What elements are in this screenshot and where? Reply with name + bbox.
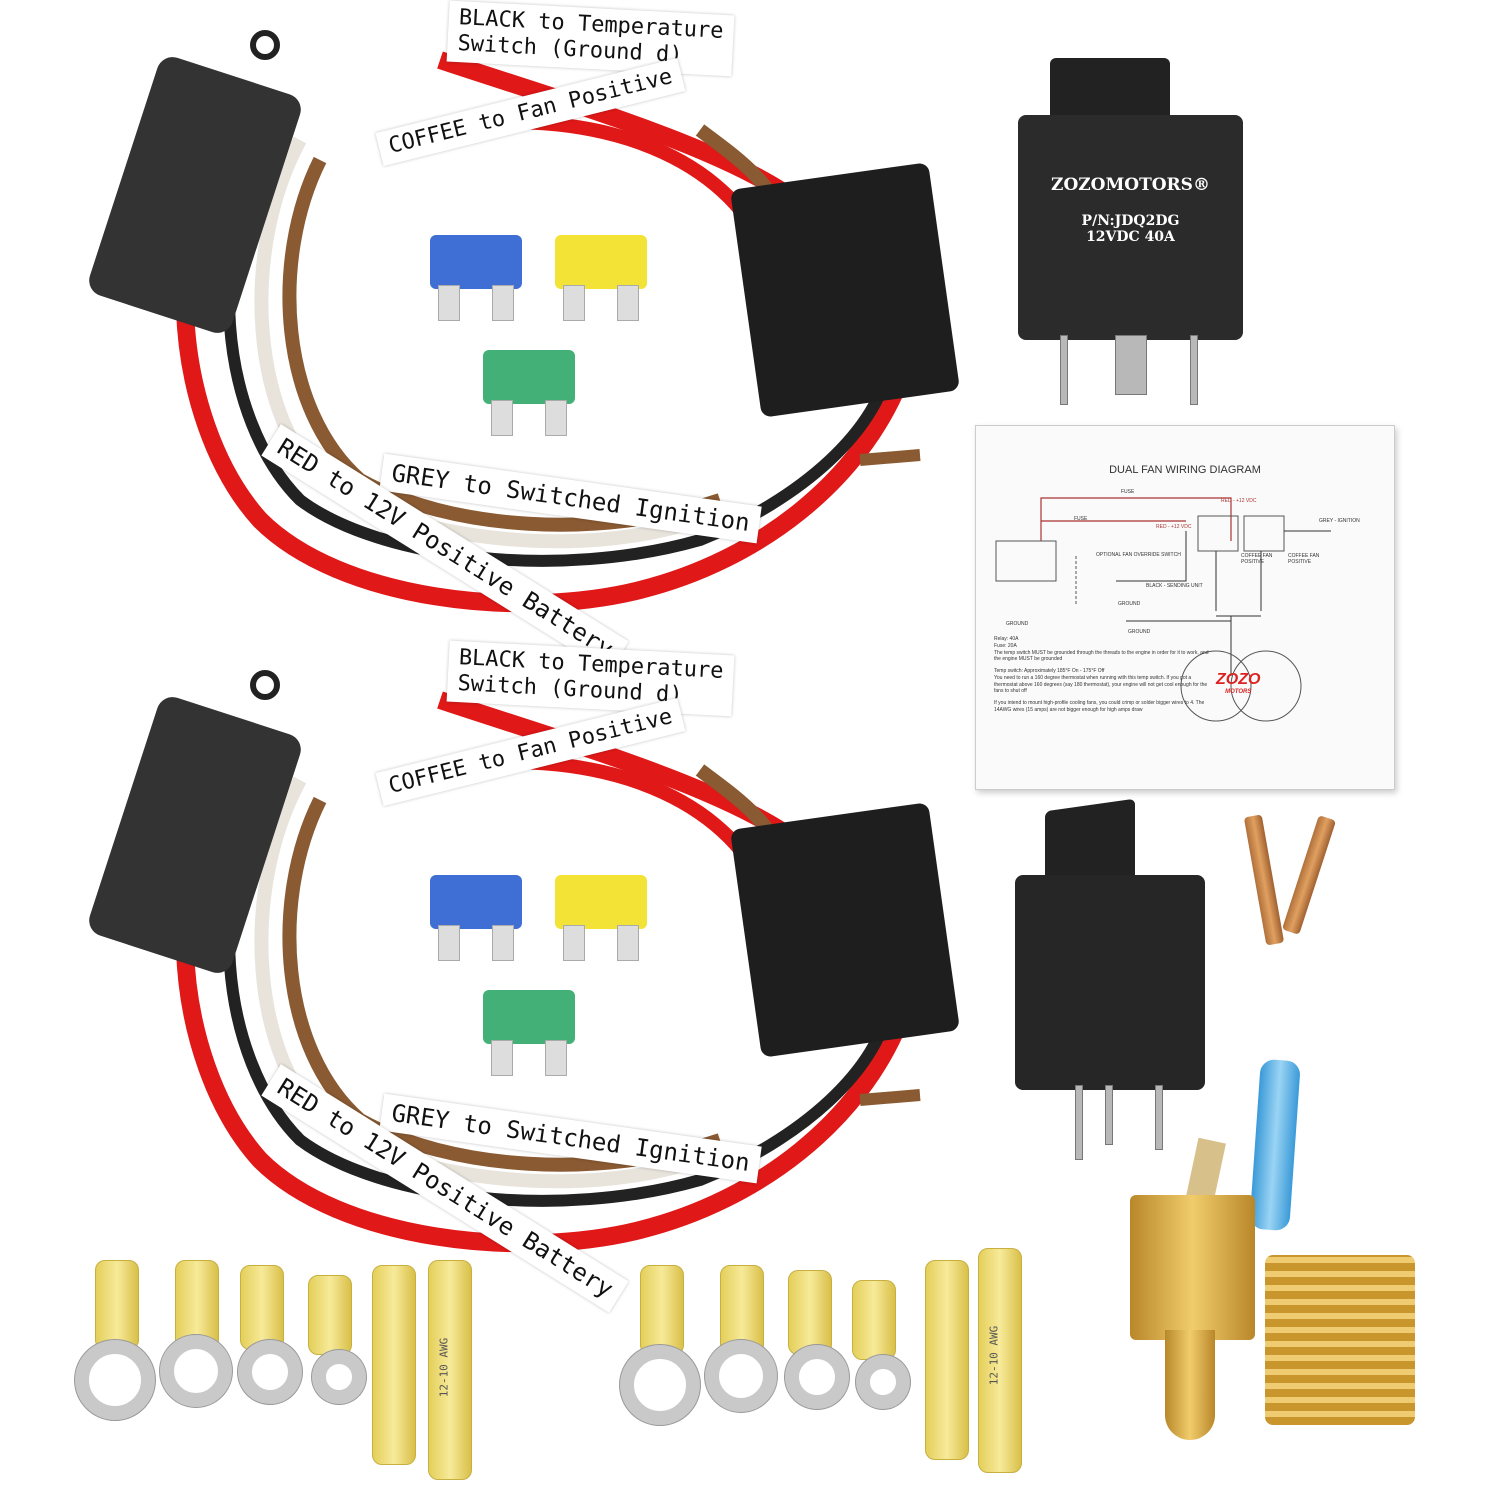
ring-terminal (160, 1335, 232, 1407)
ring-terminal (856, 1355, 910, 1409)
diagram-black-label: BLACK - SENDING UNIT (1146, 583, 1203, 589)
diagram-coffee-label: COFFEE FAN POSITIVE (1241, 553, 1273, 565)
temperature-switch (1130, 1195, 1255, 1340)
note: Relay: 40A (994, 636, 1019, 642)
diagram-schematic (995, 497, 1331, 722)
relay-top: ZOZOMOTORS® P/N:JDQ2DG 12VDC 40A (1018, 115, 1243, 340)
ring-terminal (705, 1340, 777, 1412)
diagram-fuse-label: FUSE (1121, 489, 1135, 495)
diagram-red-label: RED - +12 VDC (1221, 498, 1257, 504)
temperature-switch-probe (1165, 1330, 1215, 1440)
butt-connector (308, 1275, 352, 1355)
temperature-switch-spade (1186, 1137, 1226, 1203)
relay-box-2 (1243, 515, 1285, 552)
relay-pin (1155, 1085, 1163, 1150)
relay-socket (729, 162, 961, 418)
note: Fuse: 20A (994, 642, 1017, 649)
diagram-override-label: OPTIONAL FAN OVERRIDE SWITCH (1096, 552, 1181, 558)
butt-connector (240, 1265, 284, 1350)
insulated-female-connector (1249, 1058, 1301, 1232)
fan-icon (1230, 650, 1302, 722)
diagram-title: DUAL FAN WIRING DIAGRAM (1109, 464, 1261, 476)
heat-shrink-butt-connector: 12-10 AWG (428, 1260, 472, 1480)
relay-bottom (1015, 875, 1205, 1090)
relay-pin (1115, 335, 1147, 395)
diagram-grey-label: GREY - IGNITION (1319, 518, 1360, 524)
diagram-red-label: RED - +12 VDC (1156, 524, 1192, 530)
fuse-yellow (555, 875, 647, 965)
relay-pin (1190, 335, 1198, 405)
relay-socket (729, 802, 961, 1058)
relay-part-number: P/N:JDQ2DG (1081, 213, 1180, 229)
heat-shrink-butt-connector: 12-10 AWG (978, 1248, 1022, 1473)
awg-marking: 12-10 AWG (987, 1325, 1001, 1386)
diagram-logo: ZOZO MOTORS (1216, 671, 1260, 695)
relay-brand: ZOZOMOTORS® (1051, 175, 1210, 195)
ring-terminal (620, 1345, 700, 1425)
self-tapping-screw (1243, 814, 1285, 946)
ring-terminal (238, 1340, 302, 1404)
relay-rating: 12VDC 40A (1086, 229, 1175, 245)
butt-connector (640, 1265, 684, 1355)
heat-shrink-butt-connector (372, 1265, 416, 1465)
wiring-diagram-sheet: DUAL FAN WIRING DIAGRAM FUSE FUSE RED - … (975, 425, 1395, 790)
battery-icon (995, 540, 1057, 582)
relay-pin (1105, 1085, 1113, 1145)
relay-pin (1060, 335, 1068, 405)
ring-terminal (785, 1345, 849, 1409)
diagram-ground-label: GROUND (1118, 601, 1141, 607)
diagram-ground-label: GROUND (1006, 621, 1029, 627)
fuse-holder-cap-loop (250, 670, 280, 700)
butt-connector (95, 1260, 139, 1350)
self-tapping-screw (1281, 815, 1337, 935)
butt-connector (852, 1280, 896, 1360)
fuse-holder-cap-loop (250, 30, 280, 60)
relay-box-1 (1197, 515, 1239, 552)
heat-shrink-butt-connector (925, 1260, 969, 1460)
diagram-coffee-label: COFFEE FAN POSITIVE (1288, 553, 1320, 565)
butt-connector (788, 1270, 832, 1355)
fan-icon (1180, 650, 1252, 722)
fuse-blue (430, 235, 522, 325)
fuse-blue (430, 875, 522, 965)
diagram-fuse-label: FUSE (1074, 516, 1088, 522)
thread-adapter (1265, 1255, 1415, 1425)
logo-text: ZOZO (1216, 671, 1261, 688)
note: You need to run a 160 degree thermostat … (994, 674, 1208, 695)
fuse-green (483, 350, 575, 440)
ring-terminal (75, 1340, 155, 1420)
note: Temp switch: Approximately 185°F On - 17… (994, 668, 1105, 674)
awg-marking: 12-10 AWG (437, 1337, 451, 1398)
logo-subtext: MOTORS (1225, 689, 1252, 695)
relay-pin (1075, 1085, 1083, 1160)
diagram-notes: Relay: 40A Fuse: 20A The temp switch MUS… (994, 636, 1209, 714)
note: The temp switch MUST be grounded through… (994, 649, 1209, 663)
note: If you intend to mount high-profile cool… (994, 700, 1205, 713)
diagram-ground-label: GROUND (1128, 629, 1151, 635)
fuse-green (483, 990, 575, 1080)
ring-terminal (312, 1350, 366, 1404)
fuse-yellow (555, 235, 647, 325)
